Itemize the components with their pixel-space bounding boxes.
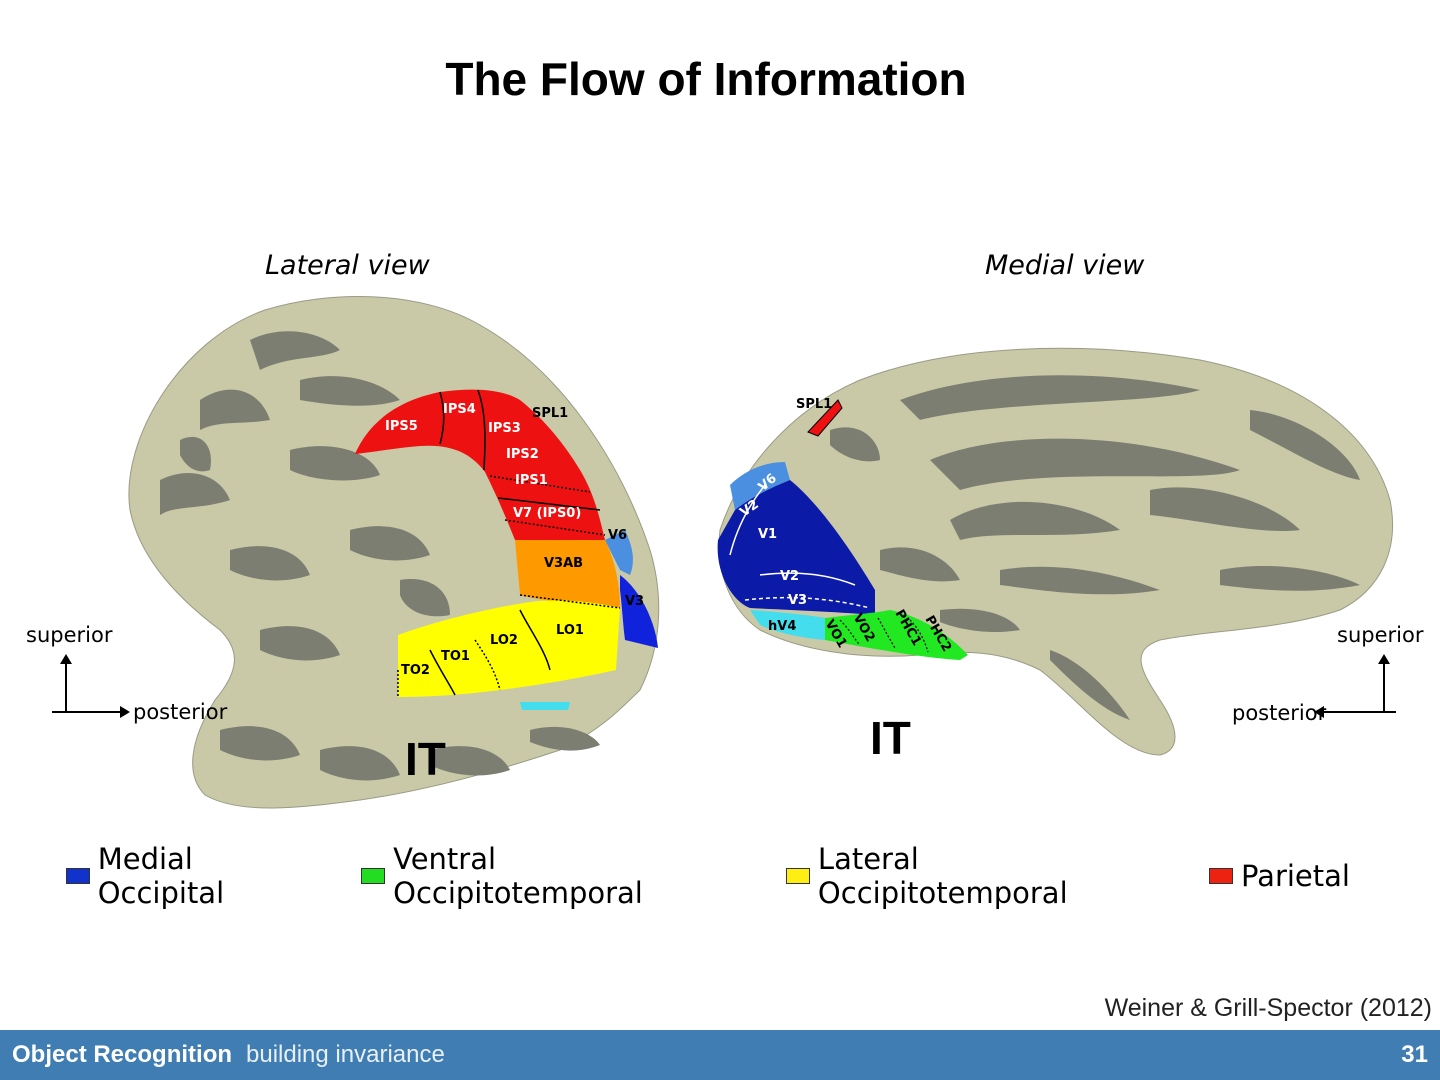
legend-item-parietal: Parietal	[1209, 859, 1350, 893]
legend-item-ventral-occipitotemporal: Ventral Occipitotemporal	[361, 842, 750, 910]
legend-item-lateral-occipitotemporal: Lateral Occipitotemporal	[786, 842, 1173, 910]
legend-swatch-medial-occipital	[66, 868, 90, 884]
footer-bar: Object Recognition building invariance 3…	[0, 1030, 1440, 1080]
medial-label-hv4: hV4	[768, 619, 796, 634]
medial-label-spl1: SPL1	[796, 397, 832, 412]
legend-swatch-lateral	[786, 868, 810, 884]
lateral-label-v3ab: V3AB	[544, 556, 583, 571]
lateral-label-v7: V7 (IPS0)	[513, 506, 581, 521]
lateral-label-ips5: IPS5	[385, 419, 418, 434]
lateral-region-borders	[397, 389, 621, 697]
medial-label-v2-lower: V2	[780, 569, 799, 584]
brain-figure: Lateral view	[26, 250, 1424, 809]
lateral-axis-posterior: posterior	[133, 700, 228, 724]
medial-axis-posterior: posterior	[1232, 701, 1327, 725]
lateral-axis: superior posterior	[26, 623, 228, 724]
medial-axis-superior: superior	[1337, 623, 1424, 647]
footer-course-title: Object Recognition	[12, 1041, 233, 1068]
medial-hv4-region	[750, 610, 825, 640]
medial-gyri-pattern	[830, 375, 1360, 720]
medial-region-borders	[729, 484, 871, 609]
medial-it-label: IT	[870, 712, 911, 764]
region-legend: Medial Occipital Ventral Occipitotempora…	[66, 842, 1386, 910]
lateral-view-label: Lateral view	[265, 250, 431, 281]
medial-brain: SPL1 V6 V2 V1 V2 V3 hV4 VO1 VO2 PHC1 PHC…	[717, 347, 1394, 756]
legend-swatch-parietal	[1209, 868, 1233, 884]
page-number: 31	[1401, 1041, 1428, 1068]
lateral-label-ips2: IPS2	[506, 447, 539, 462]
medial-label-v1: V1	[758, 527, 777, 542]
slide-title: The Flow of Information	[445, 53, 967, 105]
lateral-gyri-pattern	[160, 331, 600, 781]
lateral-label-ips1: IPS1	[515, 473, 548, 488]
lateral-v3ab-region	[515, 540, 620, 608]
legend-label: Parietal	[1241, 859, 1350, 893]
citation: Weiner & Grill-Spector (2012)	[1104, 994, 1432, 1022]
lateral-axis-superior: superior	[26, 623, 113, 647]
medial-occipital-region	[717, 480, 875, 615]
legend-label: Medial Occipital	[97, 842, 225, 910]
lateral-label-v6: V6	[608, 528, 627, 543]
legend-label: Lateral Occipitotemporal	[817, 842, 1068, 910]
lateral-label-lo1: LO1	[556, 623, 584, 638]
lateral-v6-region	[605, 530, 633, 575]
lateral-parietal-region	[355, 389, 605, 540]
lateral-it-label: IT	[405, 733, 446, 785]
lateral-label-spl1: SPL1	[532, 406, 568, 421]
lateral-label-to1: TO1	[441, 649, 470, 664]
lateral-cyan-strip	[520, 702, 570, 710]
lateral-label-ips3: IPS3	[488, 421, 521, 436]
legend-item-medial-occipital: Medial Occipital	[66, 842, 325, 910]
medial-view-label: Medial view	[985, 250, 1145, 281]
medial-label-v3: V3	[788, 593, 807, 608]
lateral-brain: IPS5 IPS4 IPS3 SPL1 IPS2 IPS1 V7 (IPS0) …	[128, 295, 660, 809]
lateral-label-ips4: IPS4	[443, 402, 476, 417]
lateral-label-lo2: LO2	[490, 633, 518, 648]
medial-v6-region	[730, 462, 790, 510]
lateral-v3-region	[620, 575, 658, 648]
legend-label: Ventral Occipitotemporal	[393, 842, 643, 910]
legend-swatch-ventral	[361, 868, 386, 884]
footer-subtitle: building invariance	[246, 1041, 445, 1068]
lateral-label-to2: TO2	[401, 663, 430, 678]
medial-ventral-region	[825, 610, 968, 660]
medial-spl1-region	[807, 399, 843, 437]
lateral-occipitotemporal-region	[398, 600, 620, 697]
lateral-label-v3: V3	[625, 594, 644, 609]
medial-axis: superior posterior	[1232, 623, 1424, 725]
